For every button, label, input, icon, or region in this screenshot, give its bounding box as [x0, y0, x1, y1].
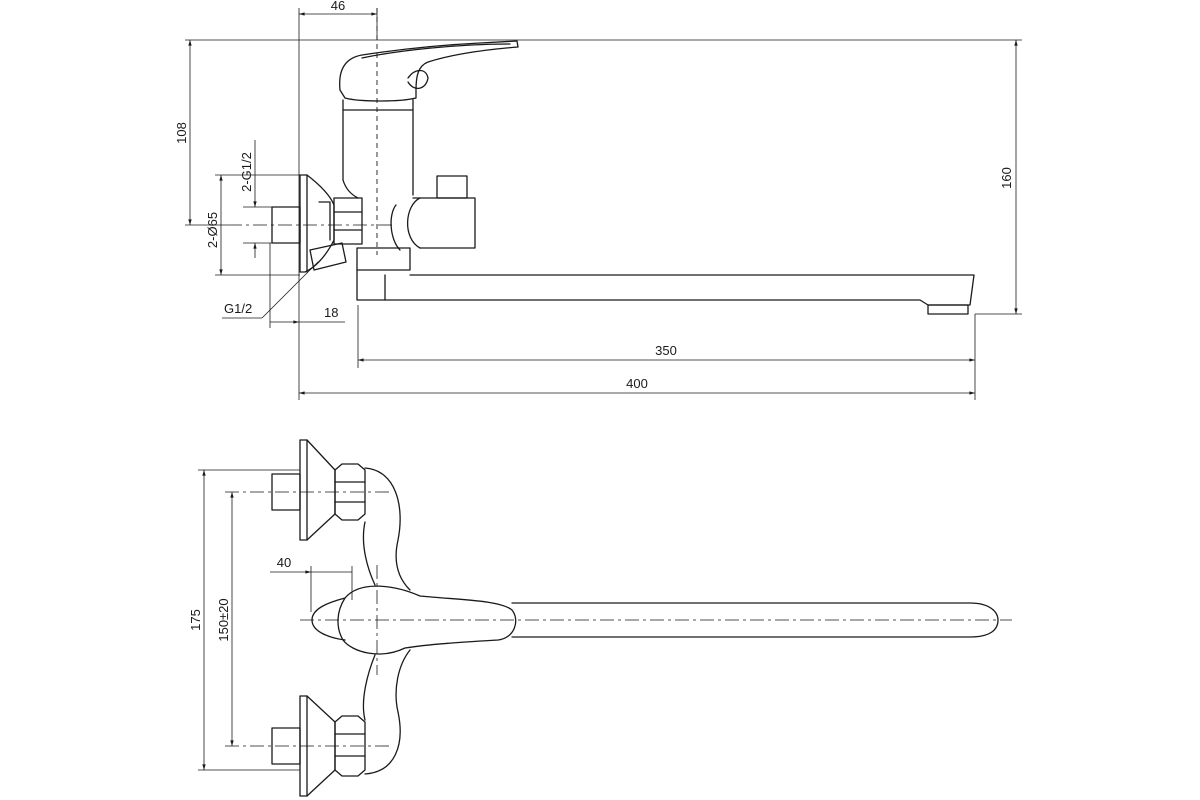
lever-handle	[339, 40, 519, 102]
label-g1-2: G1/2	[224, 301, 252, 316]
dim-2-g1-2: 2-G1/2	[239, 152, 254, 192]
dim-46: 46	[331, 0, 345, 13]
dim-160: 160	[999, 167, 1014, 189]
dim-150-20: 150±20	[216, 598, 231, 641]
dim-18: 18	[324, 305, 338, 320]
dim-40: 40	[277, 555, 291, 570]
spout	[356, 269, 975, 315]
dim-350: 350	[655, 343, 677, 358]
dim-175: 175	[188, 609, 203, 631]
dim-108: 108	[174, 122, 189, 144]
side-view: 46 108 2-G1/2 2-Ø65 G1/2 18 160 350	[174, 0, 1022, 400]
dim-400: 400	[626, 376, 648, 391]
mixer-body	[342, 99, 476, 271]
top-view: 175 150±20 40	[188, 439, 1012, 797]
top-connector-upper	[271, 439, 366, 541]
dim-2-dia-65: 2-Ø65	[205, 212, 220, 248]
